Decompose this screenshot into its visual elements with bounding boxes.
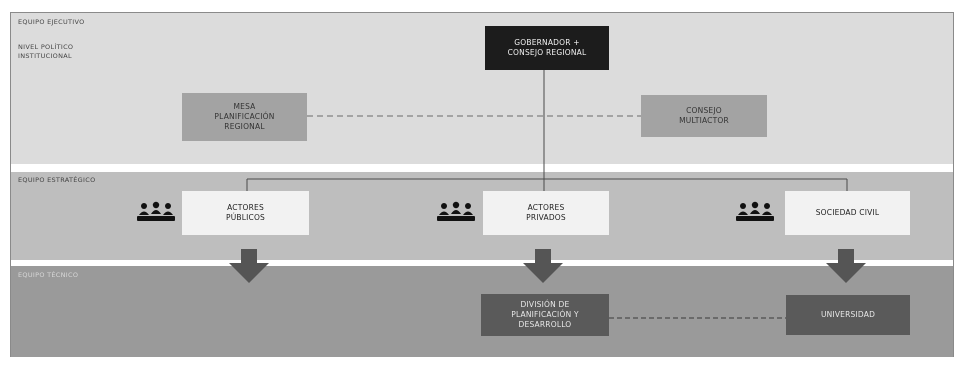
executive-band-subtitle-2: INSTITUCIONAL [18,52,72,60]
people-group-icon [437,201,475,221]
division-line2: PLANIFICACIÓN Y [511,310,579,319]
governor-line2: CONSEJO REGIONAL [507,48,587,57]
executive-band-title: EQUIPO EJECUTIVO [18,18,85,26]
division-line3: DESARROLLO [518,320,572,329]
mesa-line1: MESA [233,102,256,111]
mesa-planificacion-node: MESA PLANIFICACIÓN REGIONAL [182,93,307,141]
down-arrow-icon [826,249,866,283]
actores-publicos-line2: PÚBLICOS [225,213,266,222]
governor-line1: GOBERNADOR + [514,38,580,47]
universidad-node: UNIVERSIDAD [786,295,910,335]
people-group-icon [137,201,175,221]
down-arrow-icon [229,249,269,283]
actores-privados-line1: ACTORES [527,203,565,212]
actores-privados-node: ACTORES PRIVADOS [483,191,609,235]
executive-band-subtitle-1: NIVEL POLÍTICO [18,43,74,51]
executive-band: EQUIPO EJECUTIVO NIVEL POLÍTICO INSTITUC… [11,13,953,164]
governor-node: GOBERNADOR + CONSEJO REGIONAL [485,26,609,70]
mesa-line2: PLANIFICACIÓN [214,112,275,121]
people-group-icon [736,201,774,221]
actores-publicos-node: ACTORES PÚBLICOS [182,191,309,235]
consejo-line1: CONSEJO [686,106,722,115]
mesa-line3: REGIONAL [224,122,265,131]
universidad-label: UNIVERSIDAD [820,310,876,319]
sociedad-civil-label: SOCIEDAD CIVIL [815,208,880,217]
division-planificacion-node: DIVISIÓN DE PLANIFICACIÓN Y DESARROLLO [481,294,609,336]
actores-publicos-line1: ACTORES [227,203,264,212]
org-diagram: EQUIPO EJECUTIVO NIVEL POLÍTICO INSTITUC… [10,12,954,357]
strategic-band-title: EQUIPO ESTRATÉGICO [18,176,96,184]
technical-band-title: EQUIPO TÉCNICO [18,271,79,279]
actores-privados-line2: PRIVADOS [526,213,566,222]
consejo-multiactor-node: CONSEJO MULTIACTOR [641,95,767,137]
consejo-line2: MULTIACTOR [679,116,729,125]
sociedad-civil-node: SOCIEDAD CIVIL [785,191,910,235]
down-arrow-icon [523,249,563,283]
connector-lines [229,70,866,319]
division-line1: DIVISIÓN DE [520,300,570,309]
